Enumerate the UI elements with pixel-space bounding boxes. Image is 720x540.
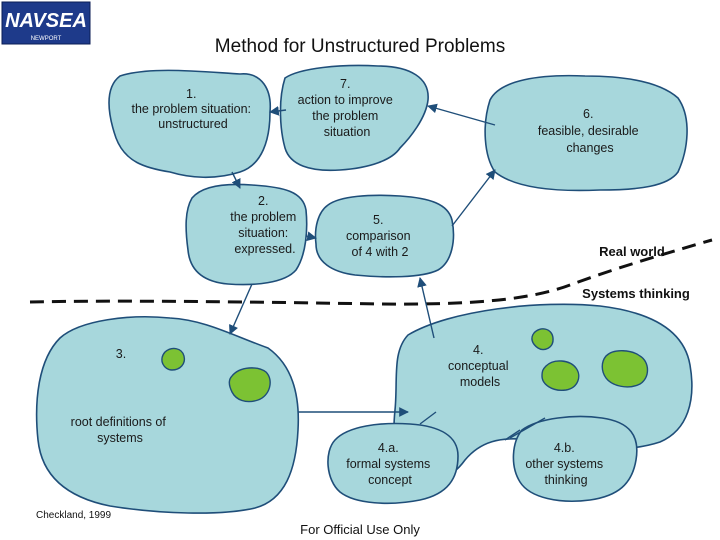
footer: For Official Use Only (300, 522, 420, 537)
green-blob-5 (541, 360, 580, 391)
arrow-2-to-3 (229, 283, 253, 335)
navsea-logo: NAVSEA NEWPORT (1, 1, 91, 45)
arrow-7-to-1 (269, 106, 287, 116)
arrow-1-to-2 (231, 171, 241, 189)
blob-3 (35, 316, 300, 514)
node-3-text: root definitions of systems (71, 415, 170, 445)
boundary-line (29, 238, 713, 306)
arrow-6-to-7 (427, 103, 496, 126)
node-1-text: 1. the problem situation: unstructured (132, 87, 255, 131)
real-world-label: Real world (599, 244, 665, 259)
blob-1 (108, 69, 272, 179)
blob-5 (314, 194, 455, 278)
node-4b-text: 4.b. other systems thinking (525, 441, 606, 487)
arrow-4-to-4b (504, 429, 521, 441)
node-2-text: 2. the problem situation: expressed. (230, 194, 300, 256)
arrow-5-to-6 (451, 169, 496, 227)
green-blob-1 (161, 347, 186, 371)
arrow-2-to-5 (305, 231, 317, 242)
arrow-4b-to-4 (509, 417, 546, 439)
systems-thinking-label: Systems thinking (582, 286, 690, 301)
node-3-number: 3. (116, 347, 126, 361)
green-blob-4 (601, 350, 649, 388)
page-title: Method for Unstructured Problems (215, 36, 505, 57)
node-7-text: 7. action to improve the problem situati… (298, 77, 397, 139)
blob-7 (279, 64, 429, 172)
blob-4a (327, 422, 459, 505)
node-4-text: 4. conceptual models (448, 343, 512, 389)
logo-text: NAVSEA (5, 10, 87, 32)
node-4a-text: 4.a. formal systems concept (346, 441, 434, 487)
blob-4b (512, 415, 638, 502)
citation: Checkland, 1999 (36, 510, 111, 521)
green-blob-2 (228, 367, 271, 403)
green-blob-3 (531, 328, 554, 351)
blob-2 (185, 183, 308, 286)
arrow-4-to-5 (417, 277, 435, 339)
logo-subtext: NEWPORT (31, 36, 62, 42)
node-6-text: 6. feasible, desirable changes (538, 107, 642, 155)
node-5-text: 5. comparison of 4 with 2 (346, 213, 414, 259)
arrow-4-to-4a (419, 411, 437, 425)
